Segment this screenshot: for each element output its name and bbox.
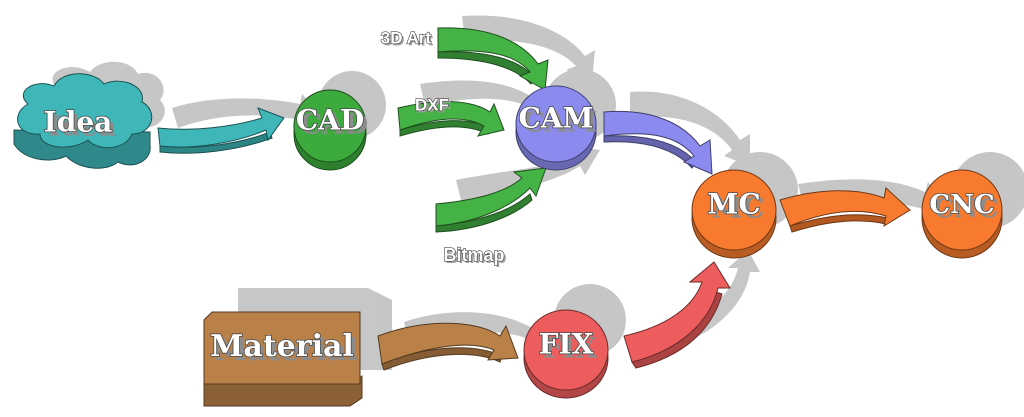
fix-to-mc-arrow-body [623,261,731,363]
idea-node[interactable]: Idea Idea [13,73,153,169]
fix-node[interactable]: FIX FIX [523,309,609,399]
cnc-label-shadow: CNC [933,194,998,224]
bitmap-label: Bitmap [443,245,504,265]
cam-to-mc-arrow [603,110,713,175]
cad-top [293,89,367,163]
material-label-shadow: Material [214,333,358,368]
dxf-label: DXF [415,95,449,114]
mc-label: MC [707,188,760,221]
idea-to-cad-shadow [172,94,322,130]
art-to-cam-arrow-body [437,27,549,91]
art-to-cam-shadow [462,15,595,82]
idea-to-cad-arrow [157,107,285,154]
idea-label: Idea [44,106,113,139]
cnc-label: CNC [929,190,994,220]
material-node[interactable]: Material Material [203,311,363,407]
bitmap-to-cam-arrow-body [435,167,547,227]
cnc-top [921,169,1003,251]
cad-label-shadow: CAD [300,108,368,141]
material-top [203,311,361,385]
bitmap-to-cam-arrow [435,167,547,233]
arrows [157,27,911,371]
cad-label: CAD [296,104,364,137]
fix-label-shadow: FIX [543,332,598,365]
fix-label: FIX [539,328,594,361]
cam-to-mc-arrow-body [603,110,713,175]
edge-labels: 3D Art 3D Art DXF DXF Bitmap Bitmap [380,28,506,267]
idea-cloud-top [17,73,153,149]
material-to-fix-arrow-side [381,347,503,371]
mc-top [691,169,777,251]
material-label: Material [210,329,354,364]
art-to-cam-arrow-side [437,51,536,85]
cam-label-shadow: CAM [522,106,597,139]
cad-to-cam-shadow [420,80,545,122]
mc-to-cnc-arrow [779,187,911,233]
cad-to-cam-arrow-body [397,101,505,137]
dxf-label-shadow: DXF [417,97,451,116]
mc-to-cnc-arrow-body [779,187,911,228]
nodes: Idea Idea CAD CAD CAM CAM MC MC [13,73,1003,407]
mc-node[interactable]: MC MC [691,169,777,259]
cam-node[interactable]: CAM CAM [515,85,598,171]
material-to-fix-arrow [377,322,519,371]
cam-to-mc-shadow [630,91,750,166]
art-to-cam-arrow [437,27,549,91]
cad-node[interactable]: CAD CAD [293,89,368,171]
cnc-node[interactable]: CNC CNC [921,169,1003,259]
cam-label: CAM [518,102,593,135]
bitmap-to-cam-arrow-side [435,193,533,233]
idea-to-cad-arrow-body [157,107,285,148]
fix-to-mc-arrow [623,261,731,369]
cad-to-cam-arrow [397,101,505,137]
idea-label-shadow: Idea [48,110,117,143]
cam-top [515,85,597,163]
art-label-shadow: 3D Art [383,30,434,49]
material-to-fix-arrow-body [377,322,519,365]
fix-top [523,309,609,391]
mc-label-shadow: MC [711,192,764,225]
art-label: 3D Art [381,28,432,47]
bitmap-label-shadow: Bitmap [445,247,506,267]
